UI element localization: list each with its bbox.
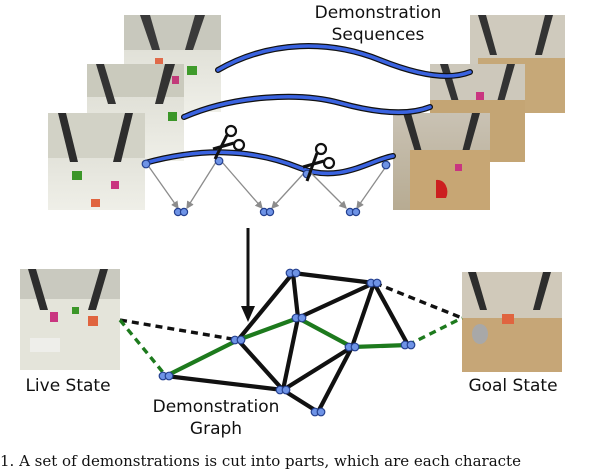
goal-state-label: Goal State — [468, 376, 558, 396]
scissors-icon — [212, 124, 246, 160]
live-state-thumbnail — [20, 269, 120, 370]
graph-label-line-1: Demonstration — [152, 397, 280, 417]
goal-state-thumbnail — [462, 272, 562, 372]
live-state-label: Live State — [25, 376, 111, 396]
graph-dashed-edges — [118, 281, 463, 378]
graph-edges — [163, 270, 411, 415]
graph-nodes — [158, 268, 416, 417]
demonstration-sequence-lines — [142, 43, 473, 177]
graph-shortest-path — [163, 315, 411, 379]
start-scene-thumbnail-1 — [48, 112, 177, 210]
cut-segment-arrows — [146, 161, 388, 210]
graph-label-line-2: Graph — [189, 419, 243, 439]
down-arrow-icon — [241, 228, 255, 322]
figure-caption: 1. A set of demonstrations is cut into p… — [0, 452, 521, 470]
sequences-label-line-1: Demonstration — [314, 3, 442, 23]
goal-scene-thumbnail-1 — [393, 113, 490, 210]
scissors-icon — [302, 142, 336, 182]
sequences-label-line-2: Sequences — [331, 25, 425, 45]
sequence-nodes — [141, 156, 391, 217]
demonstration-graph-label: Demonstration Graph — [132, 396, 300, 440]
demonstration-sequences-label: Demonstration Sequences — [296, 2, 460, 46]
